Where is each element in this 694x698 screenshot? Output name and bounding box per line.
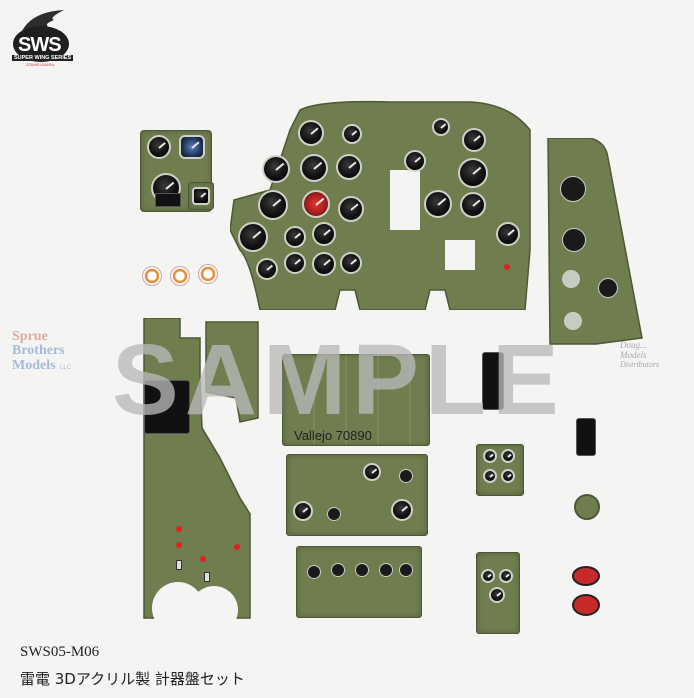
center-slat-panel	[282, 354, 430, 446]
sample-watermark: SAMPLE	[112, 324, 565, 436]
control-knob	[562, 228, 586, 252]
gauge	[340, 252, 362, 274]
red-knob	[572, 594, 600, 616]
control-knob	[307, 565, 321, 579]
distributor-word: Models	[12, 358, 56, 373]
distributor-line: Doug...	[620, 340, 647, 350]
gauge	[262, 155, 290, 183]
gauge	[481, 569, 495, 583]
gauge	[496, 222, 520, 246]
gauge	[501, 469, 515, 483]
gauge	[293, 501, 313, 521]
gauge	[312, 252, 336, 276]
gauge	[256, 258, 278, 280]
control-knob	[399, 563, 413, 577]
red-marker	[234, 544, 240, 550]
paint-note: Vallejo 70890	[294, 428, 372, 443]
control-knob	[562, 270, 580, 288]
gauge	[404, 150, 426, 172]
control-knob	[399, 469, 413, 483]
round-knob	[574, 494, 600, 520]
distributor-suffix: LLC	[60, 365, 72, 371]
gauge	[489, 587, 505, 603]
control-knob	[560, 176, 586, 202]
gauge	[432, 118, 450, 136]
gauge	[338, 196, 364, 222]
distributor-line: Distributors	[620, 360, 660, 369]
gauge	[312, 222, 336, 246]
indicator-panel	[155, 193, 181, 207]
toggle-switch	[176, 560, 182, 570]
gauge	[483, 469, 497, 483]
logo-series: SUPER WING SERIES	[12, 55, 74, 61]
product-code: SWS05-M06	[20, 644, 100, 660]
distributor-watermark-right: Doug... Models Distributors	[620, 340, 690, 369]
distributor-line: Models LLC	[12, 358, 74, 375]
logo-maker: ZOUKEI-MURA	[26, 62, 54, 67]
gauge	[483, 449, 497, 463]
red-knob	[572, 566, 600, 586]
distributor-line: Models	[620, 350, 647, 360]
gauge	[147, 135, 171, 159]
black-switch-box	[576, 418, 596, 456]
gauge	[424, 190, 452, 218]
orange-ring	[198, 264, 218, 284]
gauge	[238, 222, 268, 252]
control-knob	[331, 563, 345, 577]
gauge	[298, 120, 324, 146]
control-knob	[598, 278, 618, 298]
gauge	[460, 192, 486, 218]
control-knob	[564, 312, 582, 330]
red-marker	[176, 542, 182, 548]
gauge	[501, 449, 515, 463]
sws-logo: SWS SUPER WING SERIES ZOUKEI-MURA	[8, 6, 74, 68]
logo-brand: SWS	[18, 34, 62, 56]
distributor-watermark-left: Sprue Brothers Models LLC	[12, 330, 74, 375]
right-side-panel	[547, 138, 643, 345]
red-marker	[200, 556, 206, 562]
red-gauge	[302, 190, 330, 218]
gauge	[462, 128, 486, 152]
control-knob	[355, 563, 369, 577]
small-gauge-panel	[188, 182, 214, 210]
black-switch-box	[482, 352, 504, 410]
gauge	[284, 226, 306, 248]
gauge	[336, 154, 362, 180]
toggle-switch	[204, 572, 210, 582]
distributor-line: Sprue	[12, 329, 48, 344]
attitude-gauge	[179, 135, 205, 159]
orange-ring	[142, 266, 162, 286]
control-knob	[379, 563, 393, 577]
distributor-line: Brothers	[12, 343, 65, 358]
red-marker	[504, 264, 510, 270]
gauge	[363, 463, 381, 481]
small-gauge-cluster	[476, 444, 524, 496]
center-switch-panel	[286, 454, 428, 536]
control-knob	[327, 507, 341, 521]
gauge	[192, 187, 210, 205]
gauge	[342, 124, 362, 144]
gauge	[499, 569, 513, 583]
product-title: 雷電 3Dアクリル製 計器盤セット	[20, 670, 245, 688]
orange-ring	[170, 266, 190, 286]
wing-icon	[13, 10, 69, 62]
red-marker	[176, 526, 182, 532]
gauge	[391, 499, 413, 521]
gauge	[258, 190, 288, 220]
gauge	[300, 154, 328, 182]
black-instrument-box	[144, 380, 190, 434]
gauge	[458, 158, 488, 188]
gauge	[284, 252, 306, 274]
bottom-right-panel	[476, 552, 520, 634]
bottom-switch-panel	[296, 546, 422, 618]
